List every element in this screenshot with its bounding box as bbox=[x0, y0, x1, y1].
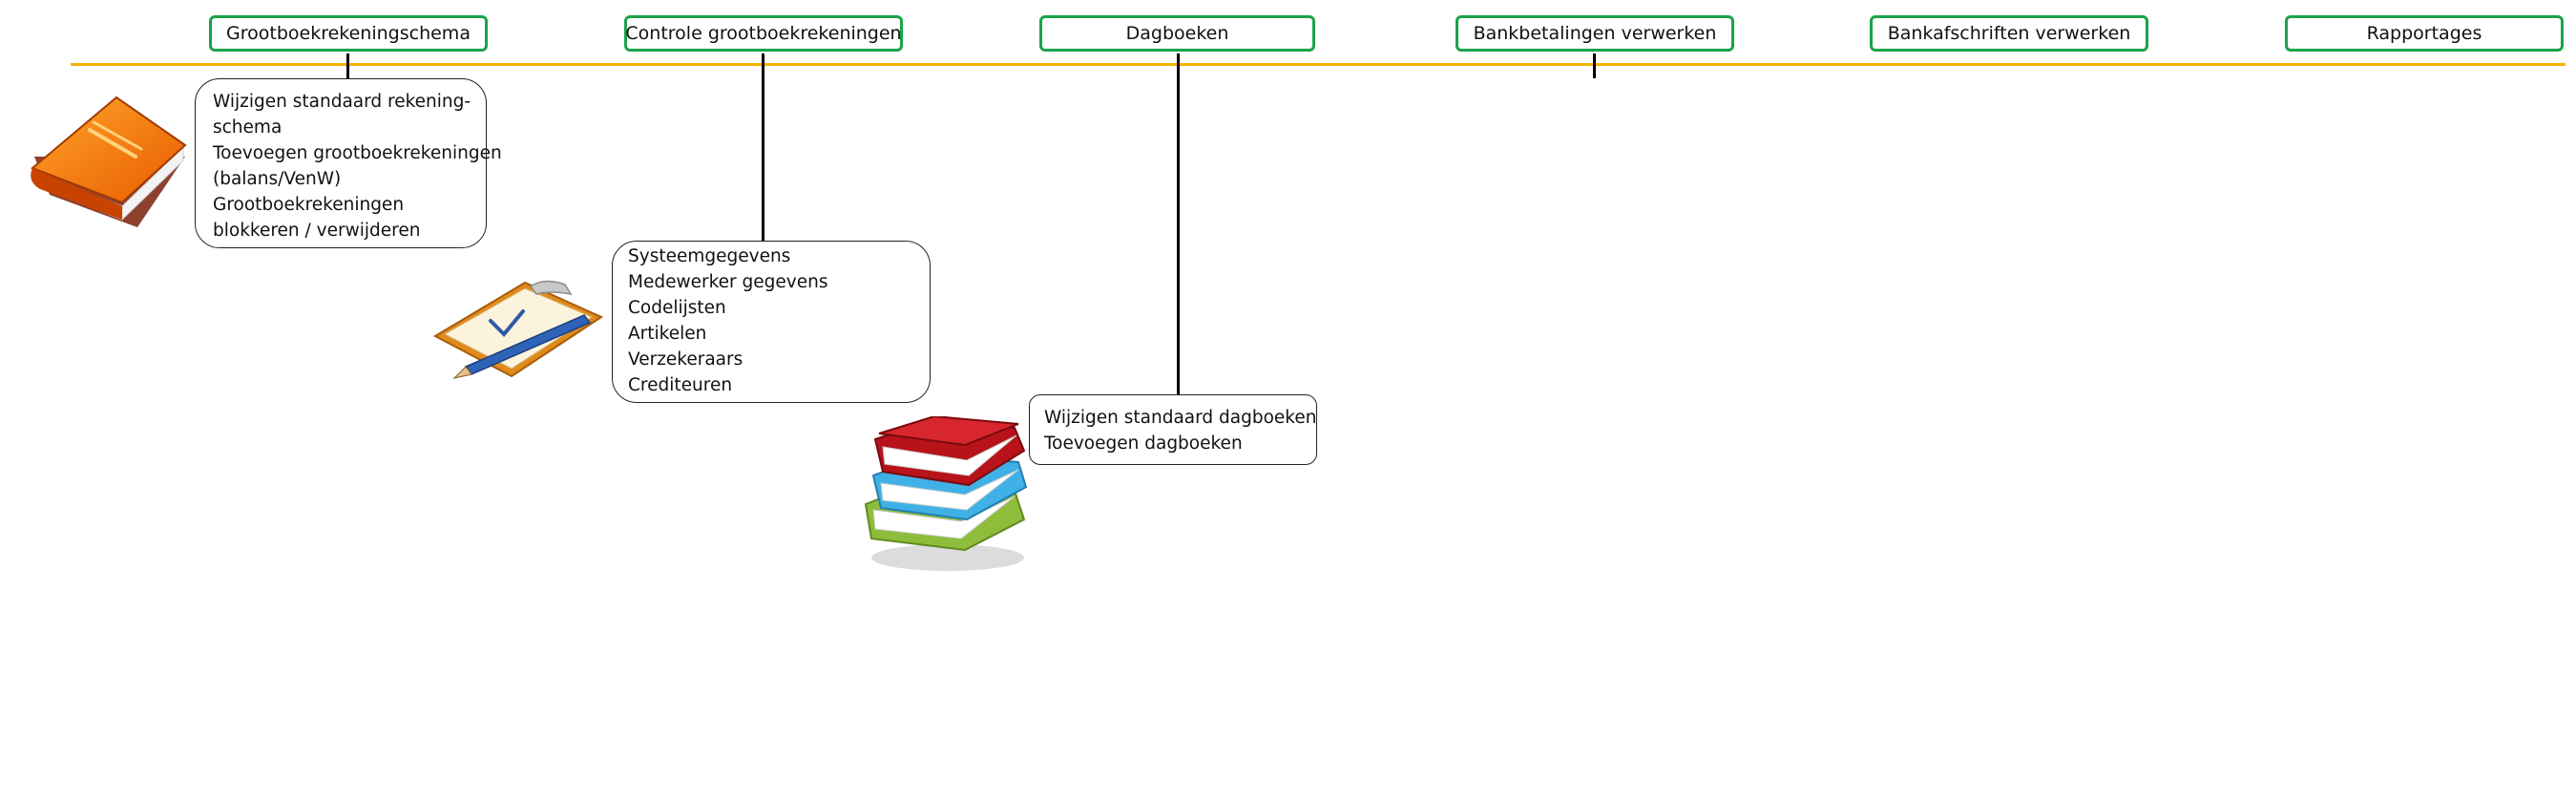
stacked-books-icon bbox=[864, 416, 1028, 571]
tab-rapportages[interactable]: Rapportages bbox=[2285, 15, 2564, 52]
tab-dagboeken[interactable]: Dagboeken bbox=[1039, 15, 1315, 52]
card-text: Codelijsten bbox=[628, 298, 726, 318]
card-text: Wijzigen standaard rekening- bbox=[213, 92, 471, 112]
tab-label: Bankafschriften verwerken bbox=[1887, 23, 2131, 44]
tab-label: Bankbetalingen verwerken bbox=[1473, 23, 1717, 44]
card-text: Toevoegen grootboekrekeningen bbox=[213, 143, 502, 163]
connector-line bbox=[1593, 53, 1596, 78]
card-dagboeken: Wijzigen standaard dagboeken Toevoegen d… bbox=[1029, 394, 1317, 465]
card-text: Verzekeraars bbox=[628, 349, 743, 370]
card-text: Wijzigen standaard dagboeken bbox=[1044, 408, 1317, 428]
clipboard-pen-icon bbox=[432, 280, 604, 379]
card-text: blokkeren / verwijderen bbox=[213, 221, 421, 241]
tab-label: Controle grootboekrekeningen bbox=[625, 23, 902, 44]
tab-grootboekrekeningschema[interactable]: Grootboekrekeningschema bbox=[209, 15, 488, 52]
tab-bankafschriften-verwerken[interactable]: Bankafschriften verwerken bbox=[1870, 15, 2148, 52]
card-grootboekrekeningschema: Wijzigen standaard rekening- schema Toev… bbox=[195, 78, 502, 248]
card-text: Medewerker gegevens bbox=[628, 272, 828, 292]
card-text: Grootboekrekeningen bbox=[213, 195, 405, 215]
connector-line bbox=[762, 53, 764, 241]
connector-line bbox=[346, 53, 349, 79]
card-controle-grootboekrekeningen: Systeemgegevens Medewerker gegevens Code… bbox=[612, 241, 931, 403]
connector-line bbox=[1177, 53, 1180, 395]
card-text: (balans/VenW) bbox=[213, 169, 342, 189]
card-text: schema bbox=[213, 117, 283, 138]
timeline-line bbox=[71, 63, 2566, 66]
card-text: Crediteuren bbox=[628, 375, 733, 395]
orange-book-icon bbox=[31, 95, 187, 227]
tab-label: Dagboeken bbox=[1125, 23, 1229, 44]
tab-bankbetalingen-verwerken[interactable]: Bankbetalingen verwerken bbox=[1456, 15, 1734, 52]
tab-label: Rapportages bbox=[2366, 23, 2482, 44]
card-text: Artikelen bbox=[628, 324, 707, 344]
card-text: Toevoegen dagboeken bbox=[1044, 434, 1243, 454]
card-text: Systeemgegevens bbox=[628, 246, 791, 266]
tab-controle-grootboekrekeningen[interactable]: Controle grootboekrekeningen bbox=[624, 15, 903, 52]
tab-label: Grootboekrekeningschema bbox=[226, 23, 471, 44]
